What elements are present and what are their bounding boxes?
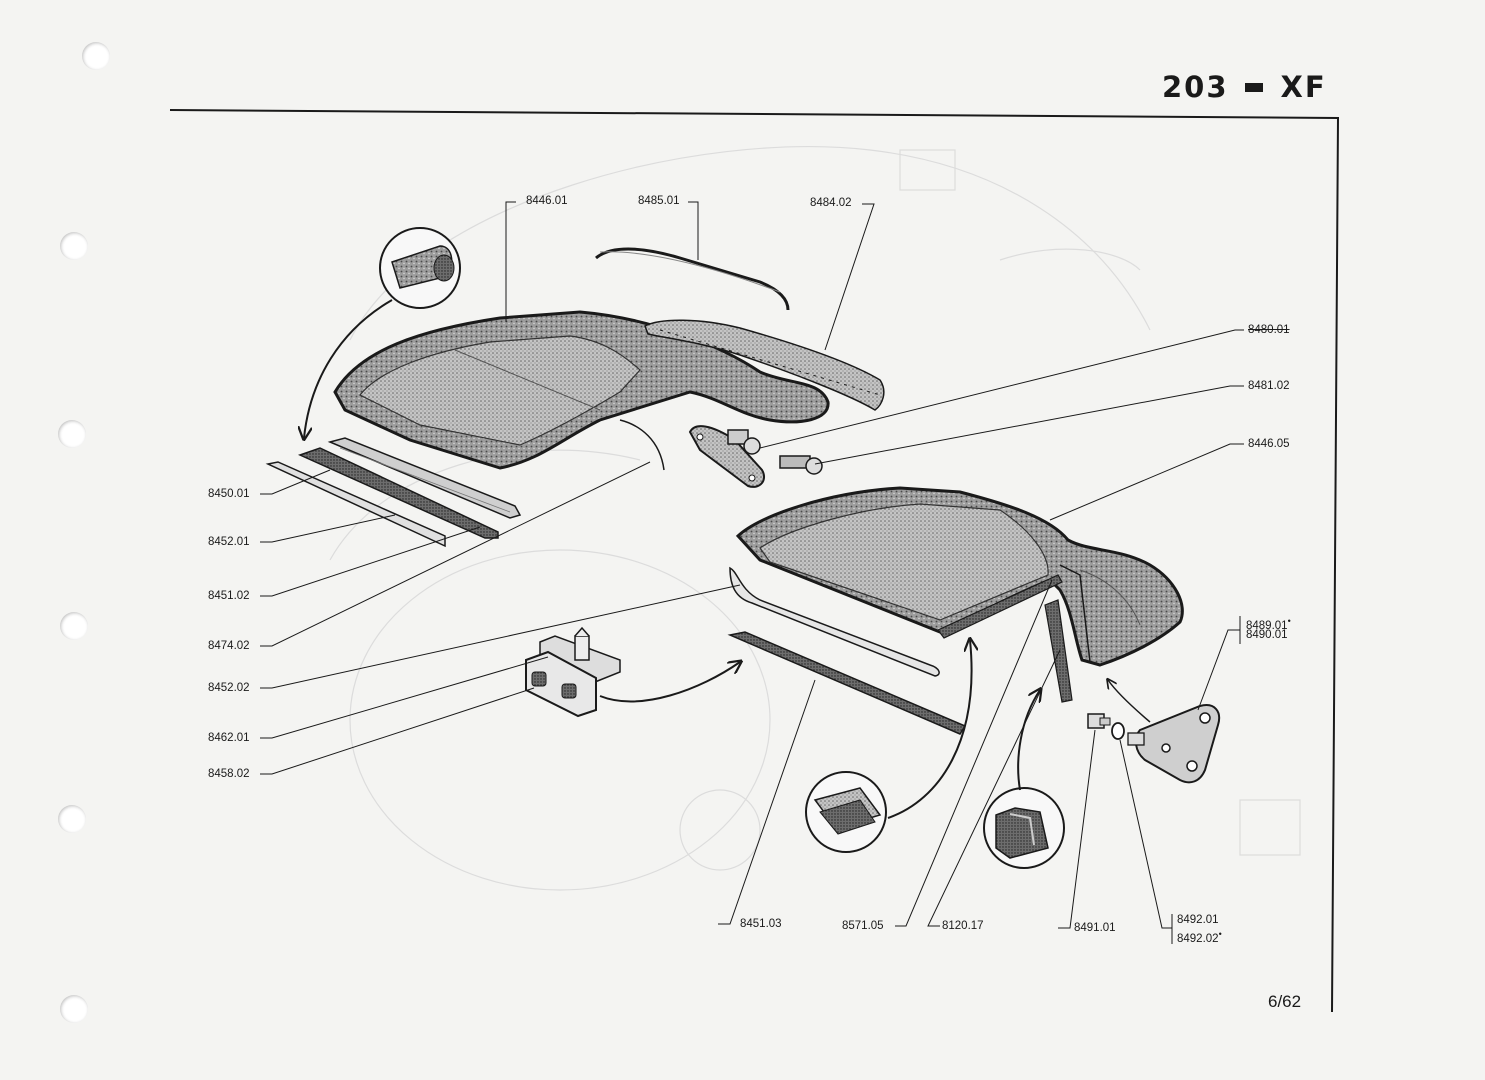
detail-inset-8571-05: [805, 640, 972, 853]
part-label-8484-02: 8484.02: [810, 197, 852, 209]
page-number: 6/62: [1268, 992, 1302, 1011]
part-label-8571-05: 8571.05: [842, 920, 884, 932]
hinge-bracket: [688, 425, 823, 488]
trim-strip-8452-01: [265, 461, 446, 548]
part-label-8492-02: 8492.02•: [1177, 928, 1222, 946]
part-label-8481-02: 8481.02: [1248, 380, 1290, 392]
part-label-8450-01: 8450.01: [208, 488, 250, 500]
part-label-8446-05: 8446.05: [1248, 438, 1290, 450]
detail-inset-seal: [304, 227, 461, 438]
page-title: 203 XF: [1162, 70, 1327, 104]
part-label-8451-03: 8451.03: [740, 918, 782, 930]
seal-8484-02: [644, 319, 885, 411]
part-label-8462-01: 8462.01: [208, 732, 250, 744]
title-dash: [1244, 82, 1263, 92]
variant-code: XF: [1280, 70, 1327, 104]
hinge-plate-assembly: [1087, 680, 1220, 784]
binder-hole: [82, 42, 110, 70]
trim-strip-8452-02: [729, 566, 940, 677]
part-label-8491-01: 8491.01: [1074, 922, 1116, 934]
part-label-8458-02: 8458.02: [208, 768, 250, 780]
part-label-8451-02: 8451.02: [208, 590, 250, 602]
bleedthrough-ghost: [329, 146, 1301, 891]
part-label-8489-01: 8489.01•: [1246, 615, 1291, 633]
part-label-8490-01: 8490.01: [1246, 629, 1288, 641]
binder-hole: [60, 232, 88, 260]
part-label-8480-01: 8480.01: [1248, 324, 1290, 336]
marker-dot: •: [1218, 929, 1222, 939]
latch-assembly: [525, 626, 740, 718]
leader-lines: [260, 201, 1244, 944]
part-label-8485-01: 8485.01: [638, 195, 680, 207]
binder-hole: [58, 420, 86, 448]
roof-trim-8485-01: [595, 247, 790, 311]
marker-dot: •: [1287, 616, 1291, 626]
page-frame: [169, 109, 1340, 1013]
part-label-8492-01: 8492.01: [1177, 914, 1219, 926]
part-number: 8492.02: [1177, 932, 1219, 945]
detail-inset-8120-17: [983, 690, 1065, 869]
part-label-8452-01: 8452.01: [208, 536, 250, 548]
part-number: 8489.01: [1246, 619, 1288, 632]
part-label-8474-02: 8474.02: [208, 640, 250, 652]
part-label-8446-01: 8446.01: [526, 195, 568, 207]
part-label-8120-17: 8120.17: [942, 920, 984, 932]
binder-hole: [58, 805, 86, 833]
binder-hole: [60, 612, 88, 640]
rear-roof-panel: [735, 486, 1184, 667]
seal-strip-8450-01: [297, 447, 499, 539]
binder-hole: [60, 995, 88, 1023]
seal-strip-8120-17: [1044, 599, 1073, 703]
seal-strip-8571-05: [937, 574, 1063, 639]
front-roof-panel: [333, 310, 830, 471]
model-number: 203: [1162, 70, 1229, 104]
part-label-8452-02: 8452.02: [208, 682, 250, 694]
